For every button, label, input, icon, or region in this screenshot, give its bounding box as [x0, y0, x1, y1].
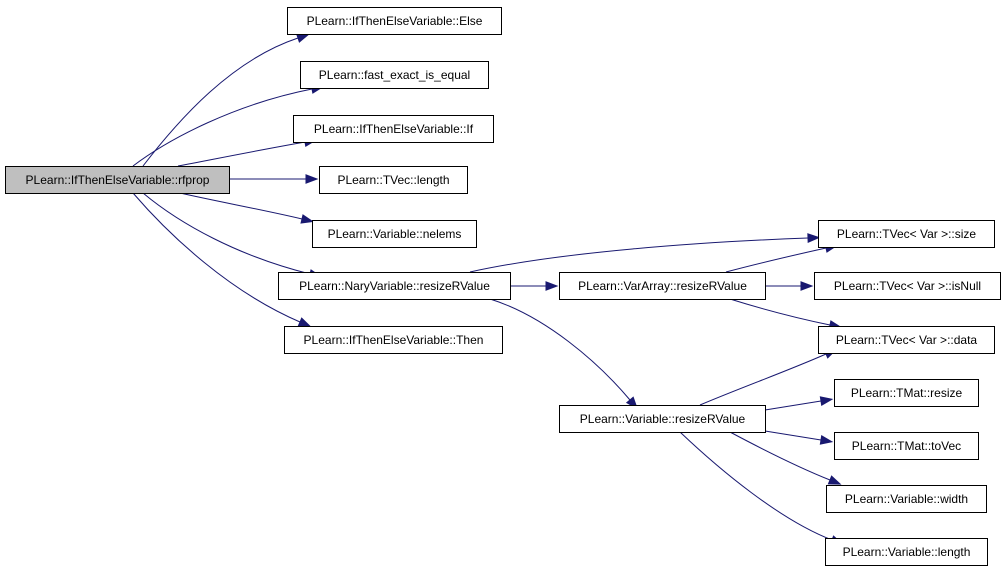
node-label: PLearn::TVec::length [337, 173, 449, 187]
edge-line [142, 37, 299, 167]
node-label: PLearn::IfThenElseVariable::Else [307, 14, 483, 28]
node-tveclen[interactable]: PLearn::TVec::length [319, 166, 468, 194]
node-box[interactable] [5, 166, 230, 194]
node-varlength[interactable]: PLearn::Variable::length [825, 538, 988, 566]
node-varrrv[interactable]: PLearn::Variable::resizeRValue [559, 405, 766, 433]
edge-arrowhead [819, 396, 834, 406]
node-label: PLearn::TVec< Var >::data [836, 333, 978, 347]
edge-arrowhead [827, 475, 842, 485]
edge-vararrrrv-to-tvsize [725, 243, 839, 273]
node-varwidth[interactable]: PLearn::Variable::width [826, 485, 987, 513]
edge-line [725, 247, 827, 273]
edge-line [469, 237, 809, 273]
edge-line [179, 192, 303, 220]
node-label: PLearn::Variable::width [845, 492, 968, 506]
edge-rfprop-to-then [132, 192, 312, 327]
node-vararrrrv[interactable]: PLearn::VarArray::resizeRValue [559, 272, 766, 300]
node-box[interactable] [834, 432, 979, 460]
edge-varrrv-to-tmattovec [764, 430, 834, 445]
edge-varrrv-to-tvdata [699, 348, 838, 406]
edge-varrrv-to-varwidth [729, 431, 842, 485]
edge-line [699, 353, 827, 406]
edge-naryrrv-to-varrrv [489, 298, 639, 410]
edge-arrowhead [807, 233, 821, 243]
edge-line [729, 298, 831, 326]
node-tmatresize[interactable]: PLearn::TMat::resize [834, 379, 979, 407]
edge-vararrrrv-to-tvisnull [765, 281, 814, 291]
node-box[interactable] [278, 272, 511, 300]
node-label: PLearn::Variable::resizeRValue [580, 412, 746, 426]
node-box[interactable] [319, 166, 468, 194]
node-box[interactable] [818, 326, 995, 354]
node-box[interactable] [559, 405, 766, 433]
node-box[interactable] [293, 115, 494, 143]
edge-naryrrv-to-vararrrrv [510, 281, 559, 291]
node-tvisnull[interactable]: PLearn::TVec< Var >::isNull [814, 272, 1001, 300]
node-naryrrv[interactable]: PLearn::NaryVariable::resizeRValue [278, 272, 511, 300]
node-box[interactable] [826, 485, 987, 513]
edge-arrowhead [305, 174, 319, 184]
node-label: PLearn::VarArray::resizeRValue [578, 279, 747, 293]
node-tvsize[interactable]: PLearn::TVec< Var >::size [818, 220, 995, 248]
node-label: PLearn::IfThenElseVariable::Then [304, 333, 484, 347]
node-nelems[interactable]: PLearn::Variable::nelems [312, 220, 477, 248]
edge-line [764, 430, 822, 441]
edge-line [132, 88, 313, 167]
node-label: PLearn::NaryVariable::resizeRValue [299, 279, 490, 293]
node-tvdata[interactable]: PLearn::TVec< Var >::data [818, 326, 995, 354]
node-label: PLearn::TMat::toVec [852, 439, 961, 453]
node-else[interactable]: PLearn::IfThenElseVariable::Else [287, 7, 502, 35]
edge-naryrrv-to-tvsize [469, 233, 821, 273]
node-label: PLearn::TVec< Var >::isNull [834, 279, 981, 293]
edge-arrowhead [819, 435, 834, 445]
edge-vararrrrv-to-tvdata [729, 298, 843, 330]
edge-rfprop-to-nelems [179, 192, 315, 224]
node-then[interactable]: PLearn::IfThenElseVariable::Then [284, 326, 503, 354]
node-label: PLearn::Variable::length [843, 545, 971, 559]
node-fei[interactable]: PLearn::fast_exact_is_equal [300, 61, 489, 89]
edge-arrowhead [297, 317, 312, 327]
edge-line [142, 192, 311, 275]
node-box[interactable] [834, 379, 979, 407]
node-tmattovec[interactable]: PLearn::TMat::toVec [834, 432, 979, 460]
node-label: PLearn::IfThenElseVariable::rfprop [26, 173, 210, 187]
node-box[interactable] [825, 538, 988, 566]
edge-arrowhead [800, 281, 814, 291]
edge-line [489, 298, 631, 401]
node-label: PLearn::fast_exact_is_equal [319, 68, 470, 82]
edge-line [764, 400, 822, 411]
node-box[interactable] [559, 272, 766, 300]
edge-line [177, 141, 306, 167]
edge-line [132, 192, 301, 323]
node-box[interactable] [814, 272, 1001, 300]
nodes-layer: PLearn::IfThenElseVariable::rfpropPLearn… [5, 7, 1001, 566]
node-label: PLearn::IfThenElseVariable::If [314, 122, 474, 136]
node-label: PLearn::Variable::nelems [328, 227, 462, 241]
edge-arrowhead [295, 33, 310, 43]
node-box[interactable] [312, 220, 477, 248]
node-box[interactable] [287, 7, 502, 35]
edge-arrowhead [545, 281, 559, 291]
node-box[interactable] [284, 326, 503, 354]
node-label: PLearn::TMat::resize [851, 386, 963, 400]
edge-arrowhead [300, 214, 315, 224]
edge-varrrv-to-tmatresize [764, 396, 834, 411]
edge-rfprop-to-tveclen [229, 174, 319, 184]
node-if[interactable]: PLearn::IfThenElseVariable::If [293, 115, 494, 143]
edge-rfprop-to-naryrrv [142, 192, 323, 279]
node-label: PLearn::TVec< Var >::size [837, 227, 977, 241]
node-box[interactable] [300, 61, 489, 89]
edge-line [729, 431, 831, 481]
node-box[interactable] [818, 220, 995, 248]
node-rfprop[interactable]: PLearn::IfThenElseVariable::rfprop [5, 166, 230, 194]
edge-varrrv-to-varlength [679, 431, 844, 545]
edge-line [679, 431, 833, 541]
